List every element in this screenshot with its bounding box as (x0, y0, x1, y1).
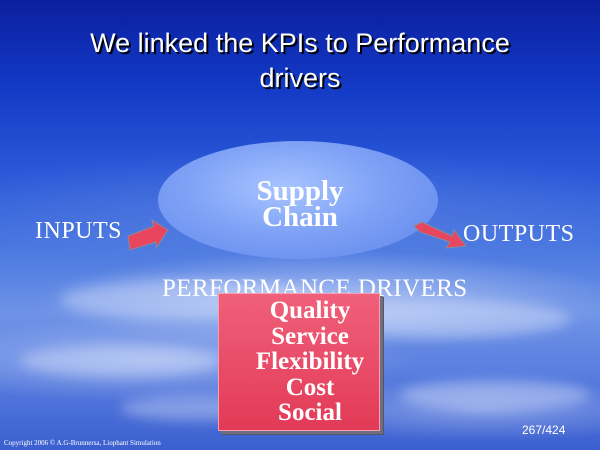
slide-title: We linked the KPIs to Performance driver… (0, 26, 600, 96)
page-number: 267/424 (522, 423, 566, 437)
outputs-label: OUTPUTS (463, 221, 575, 247)
output-arrow (413, 221, 467, 249)
supply-chain-line2: Chain (262, 201, 338, 233)
driver-item: Flexibility (255, 348, 365, 375)
drivers-box (218, 293, 380, 431)
inputs-label: INPUTS (35, 218, 123, 244)
driver-item: Quality (269, 297, 351, 324)
drivers-list: Quality Service Flexibility Cost Social (230, 298, 390, 426)
driver-item: Social (278, 399, 342, 426)
supply-chain-label: Supply Chain (230, 175, 370, 233)
supply-chain-line1: Supply (256, 175, 344, 207)
copyright-notice: Copyright 2006 © A.G-Brunnersa, Liophant… (4, 439, 161, 447)
slide-title-line2: drivers (259, 63, 341, 93)
input-arrow (127, 218, 169, 251)
slide-title-line1: We linked the KPIs to Performance (90, 28, 510, 58)
driver-item: Cost (285, 373, 335, 401)
supply-chain-ellipse (158, 141, 438, 259)
driver-item: Service (271, 322, 349, 350)
cloud-decoration (20, 345, 220, 377)
cloud-decoration (400, 380, 590, 410)
